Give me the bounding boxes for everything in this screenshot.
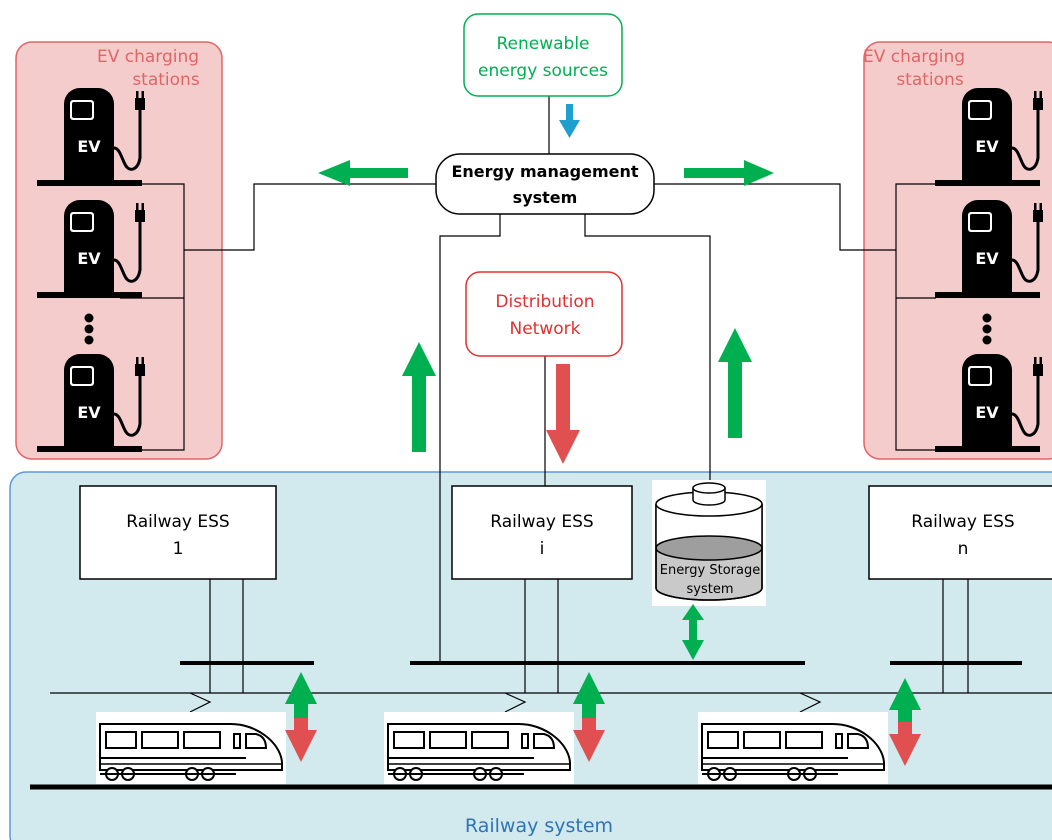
ev-charger-label: EV: [975, 403, 999, 422]
ev-charger-label: EV: [77, 403, 101, 422]
ev-charger-icon: EV: [35, 352, 147, 454]
ems-box: [435, 153, 655, 215]
arrow-icon: [718, 328, 752, 438]
ev-left-label-line1: EV charging: [97, 47, 199, 67]
ev-charger-icon: EV: [933, 198, 1045, 300]
ess-i-line2: i: [540, 539, 545, 559]
arrow-icon: [559, 104, 580, 138]
ems-line2: system: [513, 188, 578, 207]
ess-n-line2: n: [958, 539, 969, 559]
renewable-box: [463, 13, 623, 97]
ev-charger-icon: EV: [35, 86, 147, 188]
arrow-icon: [285, 672, 317, 762]
ev-charger-label: EV: [975, 249, 999, 268]
train-icon: [383, 711, 575, 785]
arrow-icon: [546, 364, 580, 464]
ess-1-line2: 1: [173, 539, 184, 559]
arrow-icon: [573, 672, 605, 762]
arrow-icon: [402, 342, 436, 452]
ev-charger-label: EV: [975, 137, 999, 156]
ellipsis-dots-left: [84, 313, 94, 345]
railway-system-label: Railway system: [465, 815, 613, 837]
ev-charger-icon: EV: [933, 352, 1045, 454]
ev-charger-label: EV: [77, 249, 101, 268]
ellipsis-dots-right: [982, 313, 992, 345]
ess-i-box: [451, 485, 633, 580]
distribution-line2: Network: [510, 319, 581, 339]
ev-right-label-line1: EV charging: [863, 47, 965, 67]
ev-charger-label: EV: [77, 137, 101, 156]
distribution-line1: Distribution: [495, 292, 594, 312]
train-icon: [95, 711, 287, 785]
storage-line2: system: [687, 582, 734, 597]
arrow-icon: [682, 604, 704, 660]
battery-icon: [652, 480, 766, 606]
ems-line1: Energy management: [451, 162, 638, 181]
arrow-icon: [318, 160, 408, 186]
ev-charger-icon: EV: [35, 198, 147, 300]
arrow-icon: [684, 160, 774, 186]
ev-right-label-line2: stations: [896, 70, 964, 90]
distribution-box: [465, 271, 623, 357]
connection-lines: [50, 96, 1052, 713]
ev-left-label-line2: stations: [132, 70, 200, 90]
ess-1-box: [79, 485, 277, 580]
storage-line1: Energy Storage: [660, 563, 761, 578]
ess-1-line1: Railway ESS: [126, 512, 229, 532]
ess-n-box: [868, 485, 1052, 580]
train-icon: [697, 711, 889, 785]
ess-n-line1: Railway ESS: [911, 512, 1014, 532]
renewable-line2: energy sources: [478, 61, 608, 81]
ess-i-line1: Railway ESS: [490, 512, 593, 532]
renewable-line1: Renewable: [496, 34, 589, 54]
arrow-icon: [889, 678, 921, 766]
ev-charger-icon: EV: [933, 86, 1045, 188]
